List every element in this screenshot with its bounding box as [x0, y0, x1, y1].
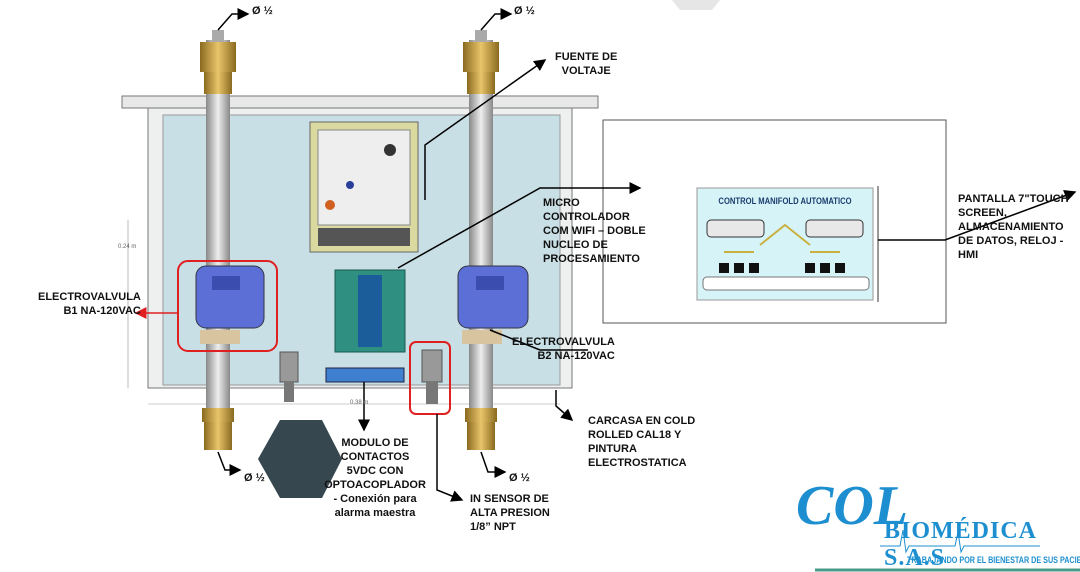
label-power-supply: FUENTE DE VOLTAJE [555, 51, 618, 77]
label-microcontroller: MICRO CONTROLADOR COM WIFI – DOBLE NUCLE… [543, 197, 646, 265]
label-contacts-module-note: - Conexión para alarma maestra [333, 493, 417, 519]
hmi-title: CONTROL MANIFOLD AUTOMATICO [718, 196, 852, 206]
highlight-valve-b1 [177, 260, 278, 352]
dim-height: 0.24 m [118, 244, 137, 250]
label-display: PANTALLA 7"TOUCH SCREEN, ALMACENAMIENTO … [958, 193, 1069, 261]
label-pipe-bottom-left: Ø ½ [244, 472, 265, 484]
dim-width: 0.38 m [350, 400, 369, 406]
valve-b2 [457, 265, 529, 344]
label-pressure-sensor: IN SENSOR DE ALTA PRESION 1/8” NPT [470, 493, 550, 533]
fittings [200, 30, 499, 450]
label-valve-b2: ELECTROVALVULA B2 NA-120VAC [512, 336, 615, 362]
pipe-left [206, 40, 230, 450]
label-pipe-top-right: Ø ½ [514, 5, 535, 17]
label-contacts-module-title: MODULO DE CONTACTOS 5VDC CON OPTOACOPLAD… [324, 437, 426, 491]
logo-brand: COL [796, 475, 908, 537]
relay-module [325, 367, 405, 383]
label-pipe-top-left: Ø ½ [252, 5, 273, 17]
label-housing: CARCASA EN COLD ROLLED CAL18 Y PINTURA E… [588, 415, 696, 469]
logo-ecg [880, 529, 1040, 554]
hexagon-shape [258, 420, 342, 498]
label-pipe-bottom-right: Ø ½ [509, 472, 530, 484]
microcontroller-board [334, 269, 406, 353]
decor-shape [672, 0, 720, 10]
logo-tagline: TRABAJANDO POR EL BIENESTAR DE SUS PACIE… [907, 555, 1080, 565]
pipe-right [469, 40, 493, 450]
label-valve-b1: ELECTROVALVULA B1 NA-120VAC [38, 291, 141, 317]
housing-flange [121, 95, 599, 109]
sensors [279, 349, 443, 404]
hmi-screen [696, 187, 874, 301]
highlight-sensor [409, 341, 451, 415]
valve-b1 [195, 265, 265, 344]
label-contacts-module: MODULO DE CONTACTOS 5VDC CON OPTOACOPLAD… [320, 436, 430, 520]
power-supply [309, 121, 419, 253]
logo-brand-rest: BIOMÉDICA S.A.S [884, 518, 1036, 571]
